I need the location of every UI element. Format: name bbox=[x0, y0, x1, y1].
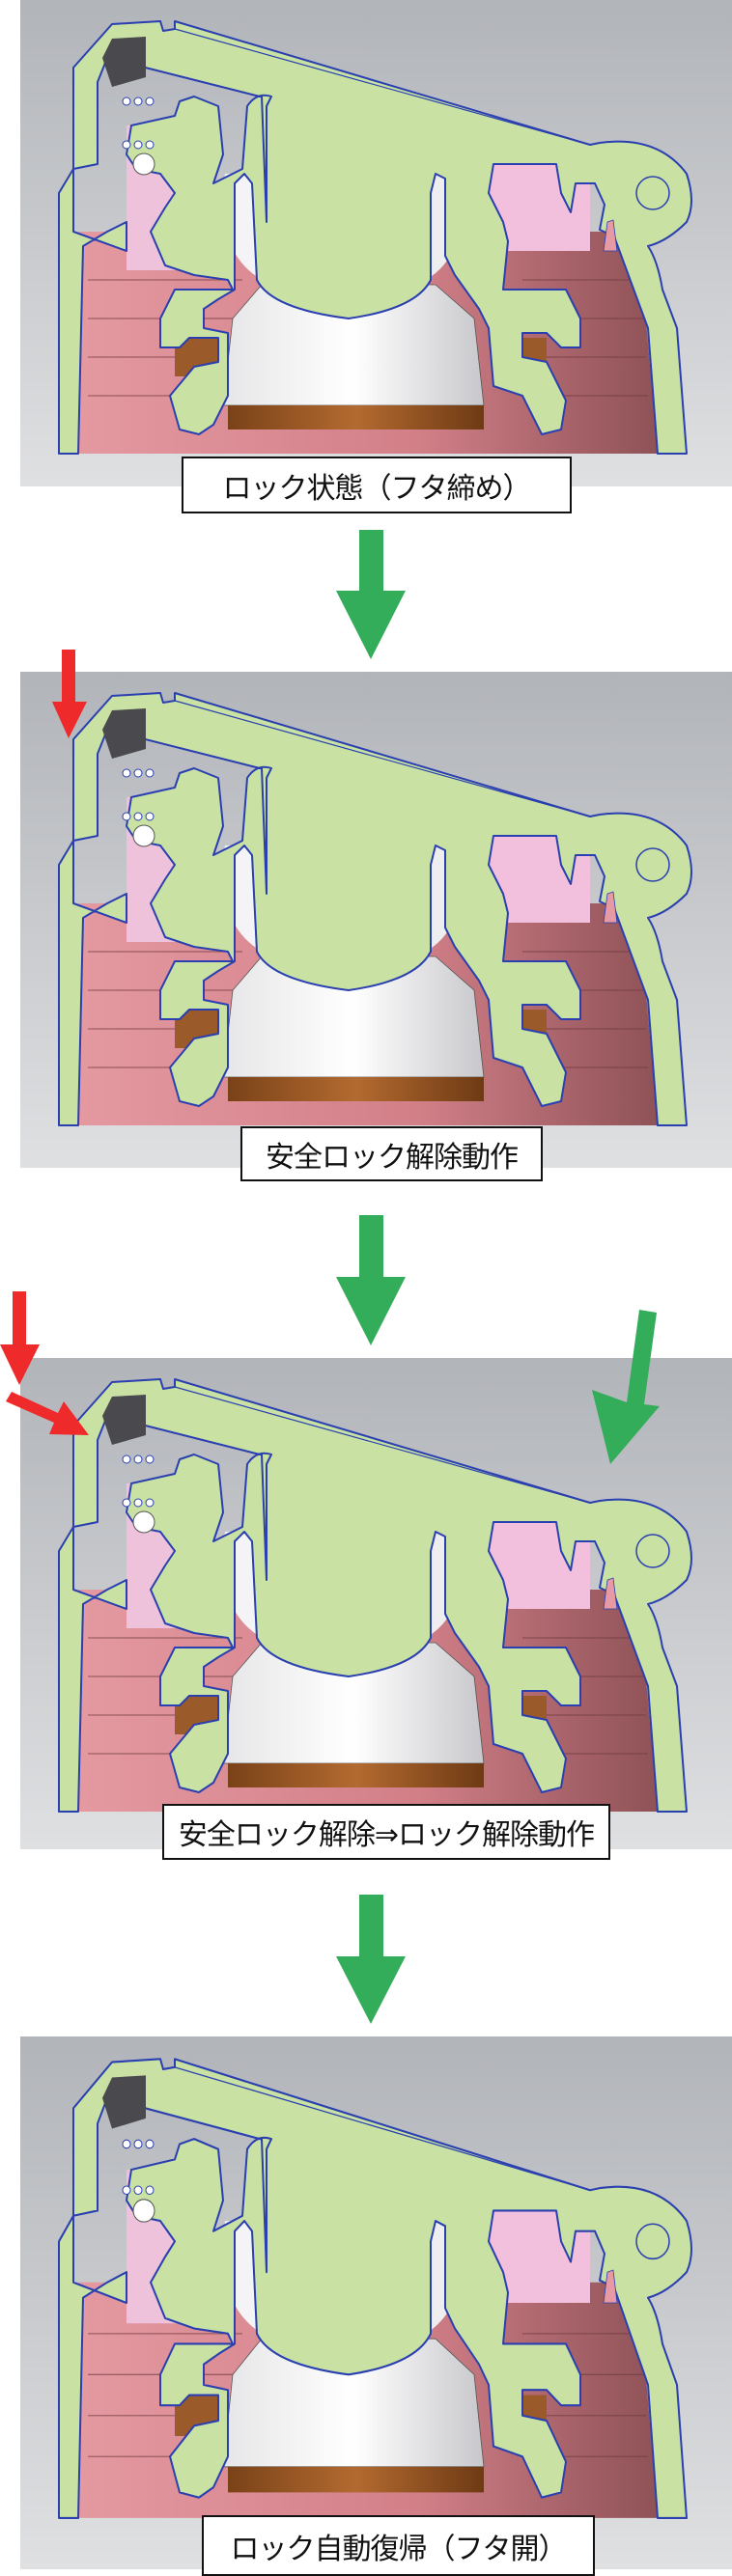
capsule-cross-section-diagram bbox=[58, 20, 692, 455]
capsule-cross-section-diagram bbox=[57, 2058, 693, 2519]
down-arrow-icon bbox=[336, 1215, 406, 1345]
press-arrow-icon bbox=[52, 650, 87, 738]
capsule-cross-section-diagram bbox=[58, 692, 692, 1126]
step-caption-4: ロック自動復帰（フタ開） bbox=[202, 2515, 595, 2576]
press-arrow-icon bbox=[0, 1291, 40, 1385]
down-arrow-icon bbox=[336, 1895, 406, 2024]
diagram-panel-locked bbox=[20, 0, 732, 486]
step-caption-1: ロック状態（フタ締め） bbox=[182, 457, 572, 513]
press-arrow-icon bbox=[6, 1392, 89, 1435]
down-arrow-icon bbox=[336, 530, 406, 659]
diagram-panel-lock-auto-return bbox=[20, 2036, 732, 2569]
press-arrow-icon bbox=[592, 1310, 660, 1464]
step-caption-3: 安全ロック解除⇒ロック解除動作 bbox=[162, 1804, 610, 1860]
diagram-panel-safety-release bbox=[20, 672, 732, 1168]
step-caption-2: 安全ロック解除動作 bbox=[240, 1126, 543, 1181]
